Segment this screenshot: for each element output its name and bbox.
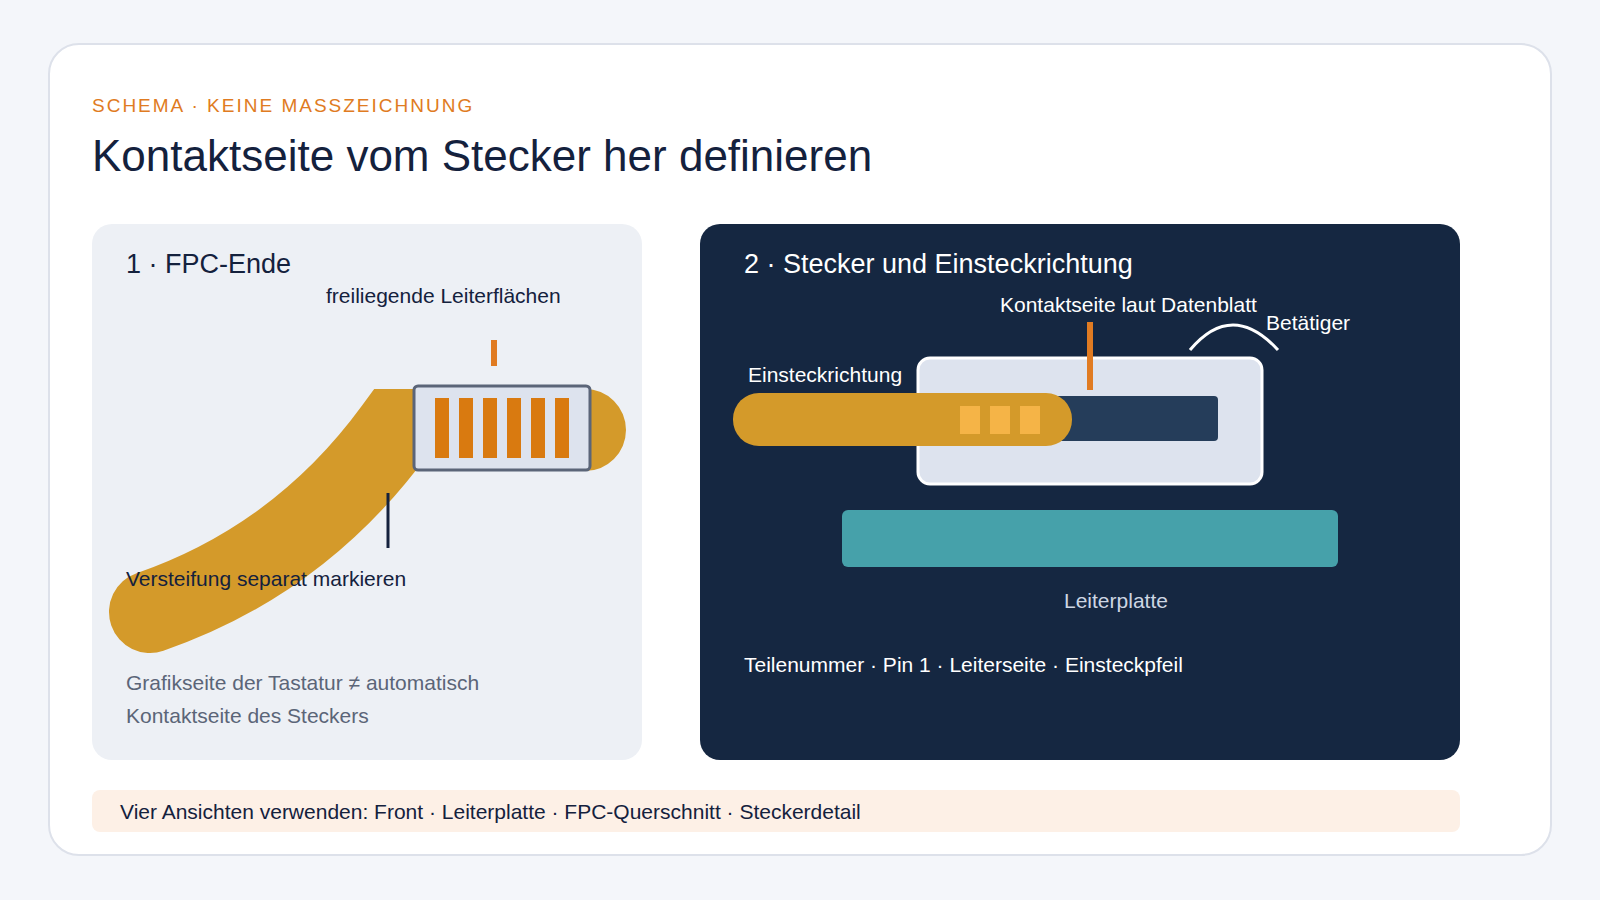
callout-label: freiliegende Leiterflächen [326, 283, 561, 309]
fpc-contact [1020, 406, 1040, 434]
contact-pad [531, 398, 545, 458]
panel: 2 · Stecker und EinsteckrichtungTeilenum… [700, 224, 1460, 760]
node-body: Grafikseite der Tastatur ≠ automatisch K… [126, 667, 546, 732]
node-heading: 1 · FPC-Ende [126, 248, 291, 282]
contact-pad [507, 398, 521, 458]
callout-label: Betätiger [1266, 310, 1350, 336]
fpc-contacts [960, 406, 1040, 434]
contact-pad [459, 398, 473, 458]
callout-label: Einsteckrichtung [748, 362, 902, 388]
pcb-bar [842, 510, 1338, 567]
fpc-contact [960, 406, 980, 434]
contact-pad [435, 398, 449, 458]
leader-line [387, 493, 390, 548]
actuator-arc [1190, 325, 1278, 350]
card [49, 44, 1551, 855]
leader-line [491, 340, 497, 366]
contact-window [414, 386, 590, 470]
node-heading: 2 · Stecker und Einsteckrichtung [744, 248, 1133, 282]
contact-pads [435, 398, 569, 458]
contact-pad [483, 398, 497, 458]
kicker: SCHEMA · KEINE MASSZEICHNUNG [92, 94, 474, 118]
contact-pad [555, 398, 569, 458]
callout-label: Versteifung separat markieren [126, 566, 406, 592]
panel-ground [92, 224, 642, 760]
title: Kontaktseite vom Stecker her definieren [92, 128, 872, 183]
node-body: Teilenummer · Pin 1 · Leiterseite · Eins… [744, 652, 1183, 678]
node-heading: Vier Ansichten verwenden: Front · Leiter… [120, 799, 861, 825]
note-band: Vier Ansichten verwenden: Front · Leiter… [92, 790, 1460, 832]
callout-label: Kontaktseite laut Datenblatt [1000, 292, 1257, 318]
fpc-contact [990, 406, 1010, 434]
band-ground [92, 790, 1460, 832]
leader-line [1087, 322, 1093, 390]
panel: 1 · FPC-EndeGrafikseite der Tastatur ≠ a… [92, 224, 642, 760]
panel-ground [700, 224, 1460, 760]
part-label: Leiterplatte [1064, 588, 1168, 614]
fpc-inserted [733, 393, 1072, 446]
